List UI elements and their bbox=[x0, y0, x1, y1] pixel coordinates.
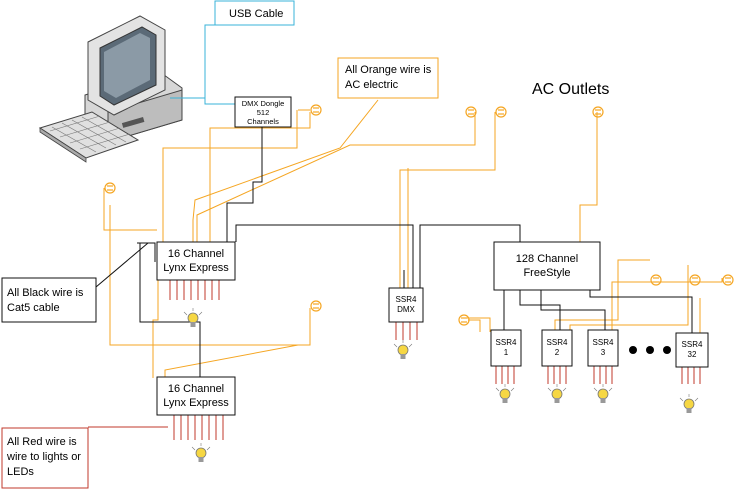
desktop-computer-icon bbox=[38, 15, 183, 163]
ac-outlets-heading: AC Outlets bbox=[532, 81, 609, 98]
red-callout-line-3: LEDs bbox=[7, 466, 34, 478]
dongle-line-3: Channels bbox=[247, 117, 279, 126]
black-wires bbox=[95, 127, 693, 378]
ssr3-line-2: 3 bbox=[601, 348, 606, 357]
ssr32-line-2: 32 bbox=[688, 350, 697, 359]
light-bulb-icon bbox=[183, 308, 699, 462]
freestyle-line-2: FreeStyle bbox=[523, 267, 570, 279]
ac-outlet-icon bbox=[104, 104, 734, 326]
dongle-line-2: 512 bbox=[257, 108, 270, 117]
orange-wire-callout: All Orange wire is AC electric bbox=[337, 57, 439, 99]
ssr-dmx-line-2: DMX bbox=[397, 305, 415, 314]
red-callout-line-2: wire to lights or bbox=[6, 451, 81, 463]
lynx2-line-1: 16 Channel bbox=[168, 383, 224, 395]
ssr2-line-1: SSR4 bbox=[547, 338, 568, 347]
ellipsis-dots-icon bbox=[629, 346, 671, 354]
red-wires bbox=[88, 280, 701, 440]
red-callout-line-1: All Red wire is bbox=[7, 436, 77, 448]
red-wire-callout: All Red wire is wire to lights or LEDs bbox=[1, 427, 89, 489]
dongle-line-1: DMX Dongle bbox=[242, 99, 285, 108]
black-wire-callout: All Black wire is Cat5 cable bbox=[1, 277, 97, 323]
lynx2-line-2: Lynx Express bbox=[163, 397, 229, 409]
lynx-express-box-1: 16 Channel Lynx Express bbox=[156, 241, 236, 281]
orange-callout-line-2: AC electric bbox=[345, 79, 399, 91]
ssr4-box-3: SSR4 3 bbox=[587, 329, 619, 367]
ssr4-box-32: SSR4 32 bbox=[675, 332, 709, 368]
ssr32-line-1: SSR4 bbox=[682, 340, 703, 349]
ssr4-dmx-box: SSR4 DMX bbox=[388, 287, 424, 323]
usb-callout-line-1: USB Cable bbox=[229, 8, 283, 20]
freestyle-line-1: 128 Channel bbox=[516, 253, 578, 265]
orange-callout-line-1: All Orange wire is bbox=[345, 64, 432, 76]
ssr-dmx-line-1: SSR4 bbox=[396, 295, 417, 304]
ssr4-box-1: SSR4 1 bbox=[490, 329, 522, 367]
orange-wires bbox=[103, 99, 723, 378]
ssr1-line-1: SSR4 bbox=[496, 338, 517, 347]
lynx-express-box-2: 16 Channel Lynx Express bbox=[156, 376, 236, 416]
freestyle-box: 128 Channel FreeStyle bbox=[493, 241, 601, 291]
black-callout-line-1: All Black wire is bbox=[7, 287, 84, 299]
usb-cable-callout: USB Cable bbox=[214, 0, 295, 26]
ssr3-line-1: SSR4 bbox=[593, 338, 614, 347]
ssr4-box-2: SSR4 2 bbox=[541, 329, 573, 367]
ssr2-line-2: 2 bbox=[555, 348, 560, 357]
dmx-dongle-box: DMX Dongle 512 Channels bbox=[234, 96, 292, 128]
ssr1-line-2: 1 bbox=[504, 348, 509, 357]
lynx1-line-1: 16 Channel bbox=[168, 248, 224, 260]
black-callout-line-2: Cat5 cable bbox=[7, 302, 60, 314]
lynx1-line-2: Lynx Express bbox=[163, 262, 229, 274]
